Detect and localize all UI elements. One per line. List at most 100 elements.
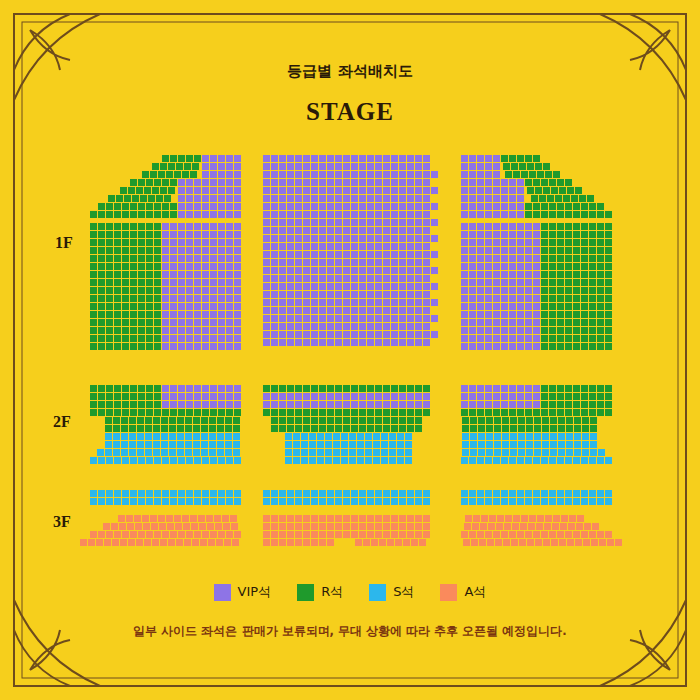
seat (461, 311, 468, 318)
seat (106, 203, 113, 210)
seat (415, 331, 422, 338)
seat (263, 323, 270, 330)
seat (573, 343, 580, 350)
seat (399, 155, 406, 162)
seat (597, 319, 604, 326)
seat (343, 163, 350, 170)
seat (501, 187, 508, 194)
seat (383, 425, 390, 432)
seat (303, 275, 310, 282)
seat (319, 163, 326, 170)
seat (581, 287, 588, 294)
seat (549, 279, 556, 286)
seat (485, 393, 492, 400)
seat (399, 291, 406, 298)
seat (567, 187, 574, 194)
seat (383, 299, 390, 306)
seat (335, 393, 342, 400)
seat (138, 179, 145, 186)
seat (311, 299, 318, 306)
seat (375, 283, 382, 290)
seat (178, 409, 185, 416)
seat (138, 211, 145, 218)
seat (146, 385, 153, 392)
seat (122, 255, 129, 262)
seat (327, 315, 334, 322)
seat (605, 279, 612, 286)
seat (234, 457, 241, 464)
seat (493, 343, 500, 350)
seat (587, 195, 594, 202)
seat (279, 179, 286, 186)
seat (553, 171, 560, 178)
seat (557, 179, 564, 186)
seat (319, 490, 326, 497)
seat (365, 433, 372, 440)
seat (518, 441, 525, 448)
seat (341, 433, 348, 440)
seat (477, 247, 484, 254)
seat (140, 195, 147, 202)
seat (178, 239, 185, 246)
seat (90, 393, 97, 400)
seat (146, 303, 153, 310)
seat (349, 457, 356, 464)
seat (375, 401, 382, 408)
seat (557, 490, 564, 497)
seat (327, 401, 334, 408)
seat (462, 449, 469, 456)
seat (194, 155, 201, 162)
seat (311, 251, 318, 258)
seat (399, 307, 406, 314)
seat (341, 441, 348, 448)
seat (234, 263, 241, 270)
seat (581, 401, 588, 408)
seat (509, 255, 516, 262)
seat (486, 417, 493, 424)
seat (493, 335, 500, 342)
seat (581, 263, 588, 270)
seat (399, 393, 406, 400)
seat (194, 279, 201, 286)
seat (319, 267, 326, 274)
seat (106, 271, 113, 278)
seat (517, 271, 524, 278)
seat (122, 319, 129, 326)
seat (311, 425, 318, 432)
seat (225, 441, 232, 448)
seat (303, 425, 310, 432)
seat (136, 187, 143, 194)
seat (367, 409, 374, 416)
seat (129, 441, 136, 448)
seat (501, 311, 508, 318)
seat (541, 239, 548, 246)
seat (501, 335, 508, 342)
seat (469, 385, 476, 392)
seat (176, 163, 183, 170)
seat (399, 299, 406, 306)
seat (509, 457, 516, 464)
seat (526, 433, 533, 440)
seat (311, 401, 318, 408)
seat (367, 401, 374, 408)
seat (375, 385, 382, 392)
seat (423, 267, 430, 274)
seat (90, 211, 97, 218)
seat (210, 327, 217, 334)
seat (415, 155, 422, 162)
seat (399, 203, 406, 210)
seat (122, 401, 129, 408)
seat (565, 393, 572, 400)
seat (535, 187, 542, 194)
seat (335, 409, 342, 416)
seat (169, 425, 176, 432)
seat (543, 187, 550, 194)
seat (391, 171, 398, 178)
seat (271, 267, 278, 274)
seat (565, 295, 572, 302)
seat (549, 303, 556, 310)
seat (234, 171, 241, 178)
seat (177, 417, 184, 424)
seat (501, 287, 508, 294)
seat (477, 303, 484, 310)
